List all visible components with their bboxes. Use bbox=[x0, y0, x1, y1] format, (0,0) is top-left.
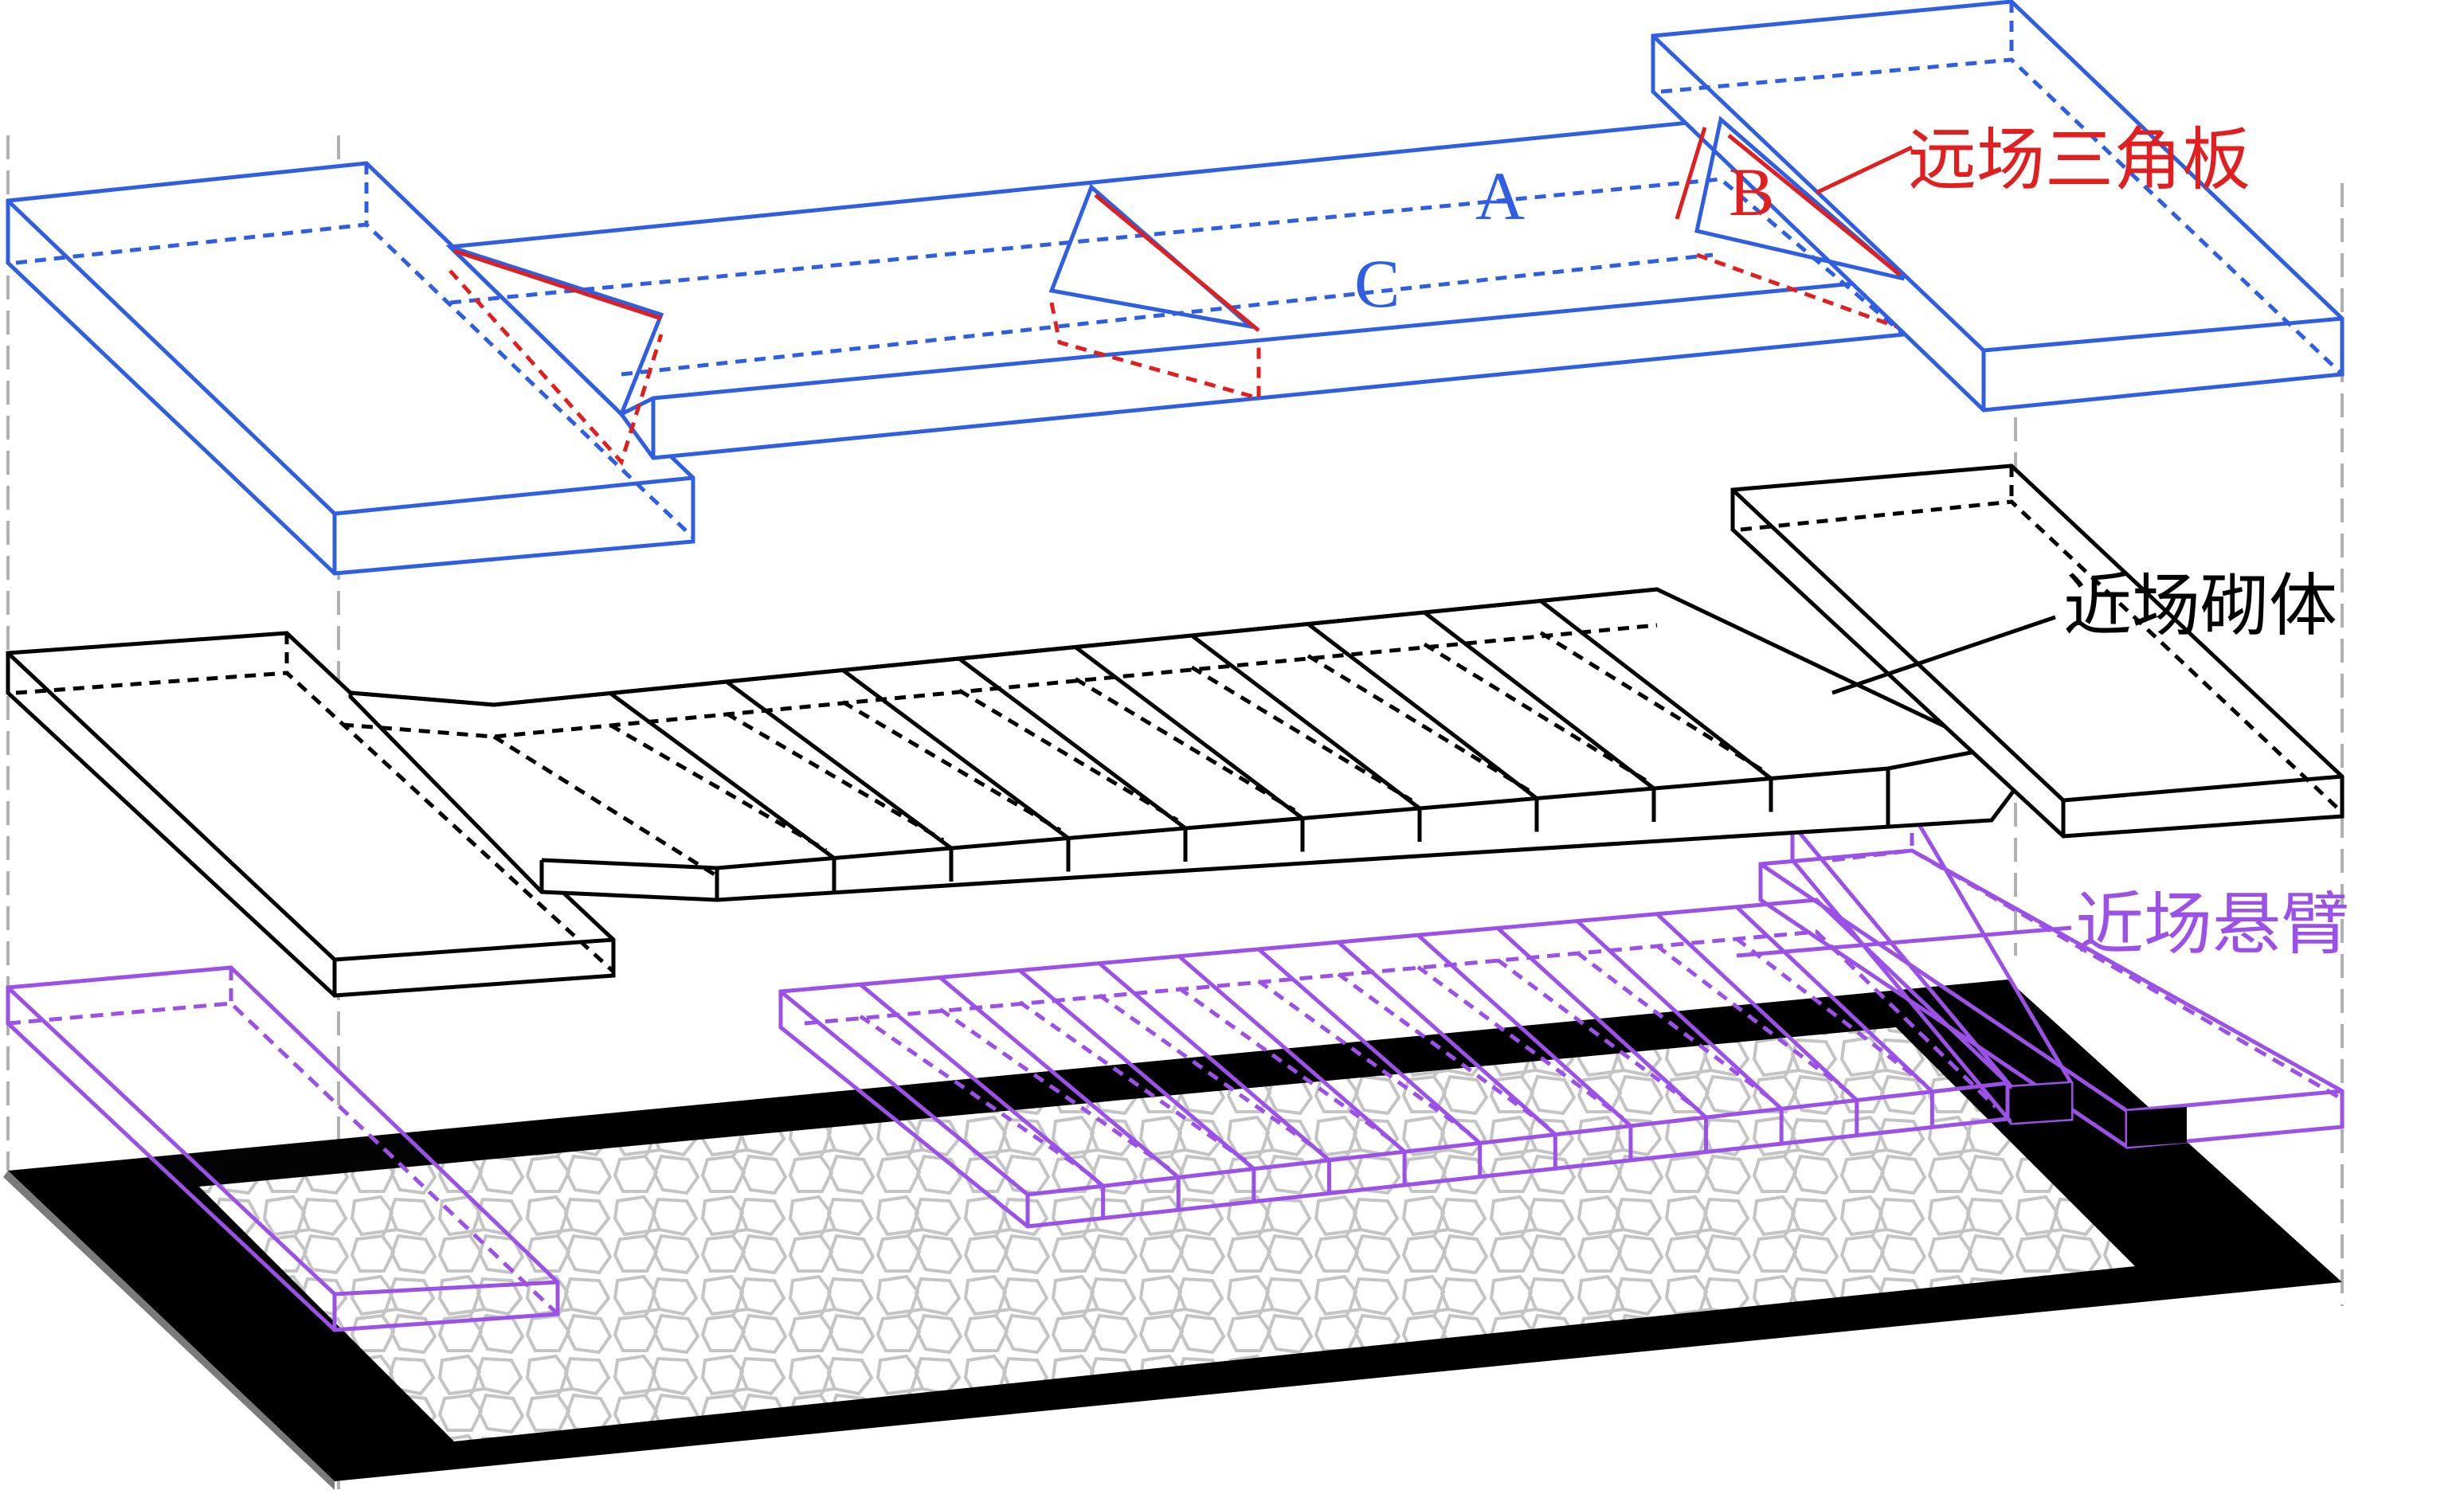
letter-a: A bbox=[1475, 158, 1525, 234]
far-field-triangles bbox=[449, 115, 1906, 466]
hidden-edge bbox=[1177, 986, 1398, 1146]
hidden-edge bbox=[1190, 665, 1413, 803]
hidden-edge bbox=[1576, 951, 1775, 1103]
letter-b: B bbox=[1729, 154, 1774, 230]
hidden-edge bbox=[1337, 972, 1549, 1128]
near-masonry-layer bbox=[6, 463, 2345, 998]
hidden-edge bbox=[1098, 993, 1322, 1154]
hidden-edge bbox=[1074, 677, 1296, 812]
near-cantilever-label: 近场悬臂 bbox=[2075, 885, 2349, 964]
hidden-edge bbox=[1496, 958, 1700, 1112]
hidden-edge bbox=[958, 688, 1179, 823]
segment-edge bbox=[1539, 599, 1773, 780]
letter-c: C bbox=[1354, 245, 1400, 322]
hidden-edge bbox=[1539, 631, 1765, 772]
segment-edge bbox=[1655, 912, 1859, 1102]
hidden-edge bbox=[1655, 944, 1851, 1094]
hidden-edge bbox=[725, 711, 945, 843]
segment-edge bbox=[1306, 622, 1538, 800]
hidden-edge bbox=[1423, 642, 1647, 783]
hidden-edge bbox=[609, 723, 828, 852]
segment-edge bbox=[1190, 634, 1421, 810]
hidden-edge bbox=[1735, 937, 1925, 1085]
segment-edge bbox=[1735, 905, 1934, 1093]
segment-edge bbox=[1098, 961, 1331, 1162]
segment-edge bbox=[1416, 933, 1632, 1128]
gravel-bed bbox=[199, 1027, 2135, 1441]
hidden-edge bbox=[938, 1007, 1172, 1171]
segment-edge bbox=[1337, 941, 1557, 1136]
segment-edge bbox=[859, 983, 1105, 1188]
hidden-edge bbox=[859, 1015, 1097, 1180]
foundation-frame bbox=[3, 980, 2342, 1490]
segment-edge bbox=[1018, 968, 1256, 1171]
segment-edge bbox=[1177, 954, 1406, 1154]
hidden-edge bbox=[1018, 1000, 1248, 1163]
hidden-edge bbox=[1257, 979, 1474, 1137]
segment-edge bbox=[1576, 919, 1783, 1111]
segment-edge bbox=[1423, 611, 1655, 790]
hidden-edge bbox=[1306, 654, 1530, 792]
segment-edge bbox=[938, 976, 1180, 1179]
segment-edge bbox=[1257, 948, 1482, 1145]
hidden-edge bbox=[1416, 965, 1624, 1120]
segment-edge bbox=[1496, 926, 1708, 1119]
hidden-edge bbox=[841, 700, 1062, 832]
far-triangle-label: 远场三角板 bbox=[1908, 120, 2251, 200]
label-leaders bbox=[1736, 145, 2072, 958]
far-field-layer bbox=[6, 0, 2345, 576]
near-masonry-label: 近场砌体 bbox=[2063, 566, 2337, 646]
